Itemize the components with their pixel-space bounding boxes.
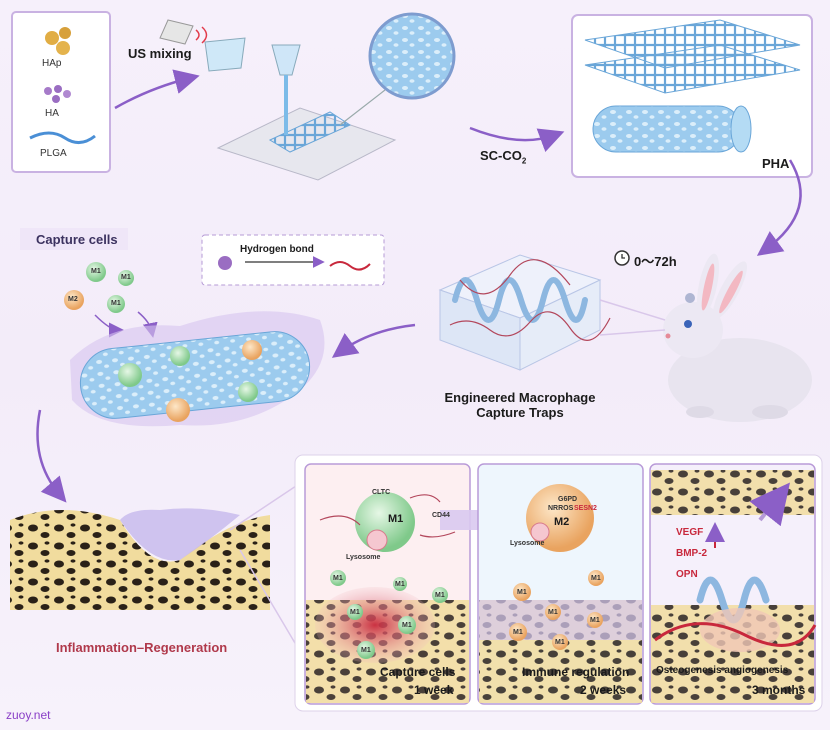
pha-mesh-2 [584, 44, 801, 94]
blood-vessel [654, 622, 817, 647]
label-vegf: VEGF [676, 527, 704, 538]
arrow-to-inflammation [36, 409, 67, 503]
molecule-icon [218, 256, 232, 270]
hydrogen-bond-icon [329, 261, 371, 271]
bone-defect [10, 510, 270, 610]
label-sc-co2: SC-CO2 [480, 148, 527, 166]
label-sesn2: SESN2 [574, 505, 597, 512]
label-lysosome: Lysosome [346, 554, 381, 561]
cell-label: M1 [333, 575, 343, 582]
cell-label: M1 [517, 589, 527, 596]
hydrogen-bond-legend [201, 234, 385, 286]
label-inflammation-regeneration: Inflammation–Regeneration [56, 640, 228, 655]
ha-particle [52, 95, 60, 103]
stage3-title: Osteogenesis angiogenesis [656, 665, 789, 676]
label-g6pd: G6PD [558, 496, 578, 503]
extrusion-filament [284, 75, 288, 135]
label-bmp2: BMP-2 [676, 548, 708, 559]
cell-label: M1 [402, 622, 412, 629]
lysosome-icon [366, 529, 388, 551]
label-us-mixing: US mixing [128, 46, 192, 61]
pha-cylinder [592, 105, 742, 153]
stage1-time: 1 week [414, 683, 454, 697]
label-pha: PHA [762, 156, 790, 171]
trap-to-rabbit-line [599, 299, 666, 321]
magnifier-line [339, 89, 386, 126]
cell-label: M1 [395, 581, 405, 588]
ha-particle [54, 85, 62, 93]
ultrasound-probe-icon [159, 19, 194, 45]
stage2-title: Immune regulation [522, 665, 630, 679]
cell-label: M2 [68, 296, 78, 303]
hap-particle [59, 27, 71, 39]
label-cltc: CLTC [372, 489, 391, 496]
label-time-window: 0～72h [634, 254, 677, 269]
ultrasound-waves-icon [195, 26, 208, 44]
label-plga: PLGA [40, 148, 67, 159]
free-macrophages [64, 262, 134, 313]
cell-label: M1 [91, 268, 101, 275]
printed-scaffold [268, 111, 352, 153]
arrow-to-capture [331, 323, 416, 358]
stage1-title: Capture cells [380, 665, 456, 679]
label-capture-cells: Capture cells [36, 232, 118, 247]
label-opn: OPN [676, 569, 698, 580]
label-hap: HAp [42, 58, 62, 69]
plga-fiber [29, 131, 96, 144]
label-lysosome: Lysosome [510, 540, 545, 547]
cell-label: M1 [111, 300, 121, 307]
inflammation-zone [315, 587, 435, 663]
beaker-icon [204, 37, 246, 72]
stage2-time: 2 weeks [580, 683, 627, 697]
label-m2-large: M2 [554, 516, 570, 528]
arrow-sc-co2 [469, 126, 565, 152]
cell-label: M1 [121, 274, 131, 281]
implanted-scaffold [120, 508, 240, 561]
stage3-time: 3 months [752, 683, 806, 697]
magnifier-circle [368, 12, 456, 100]
arrow-mixing [114, 69, 200, 110]
label-hydrogen-bond: Hydrogen bond [240, 244, 314, 255]
arrow-to-rabbit [756, 159, 802, 256]
printer-nozzle-icon [271, 44, 301, 76]
label-cd44: CD44 [432, 512, 450, 519]
label-m1-large: M1 [388, 513, 404, 525]
cell-label: M1 [555, 639, 565, 646]
rabbit-illustration [663, 253, 812, 422]
label-nrros: NRROS [548, 505, 574, 512]
cell-label: M1 [435, 592, 445, 599]
cell-label: M1 [513, 629, 523, 636]
hap-particle [56, 41, 70, 55]
cell-label: M1 [548, 609, 558, 616]
watermark: zuoy.net [6, 708, 51, 722]
cell-label: M1 [591, 575, 601, 582]
hap-particle [45, 31, 59, 45]
cell-label: M1 [361, 647, 371, 654]
materials-box [11, 11, 111, 173]
capture-header-bg [20, 228, 128, 250]
label-ha: HA [45, 108, 59, 119]
engineered-trap-scaffold [438, 254, 611, 371]
cell-label: M1 [350, 609, 360, 616]
new-bone-tissue [700, 608, 780, 652]
cell-label: M1 [590, 617, 600, 624]
ha-particle [63, 90, 71, 98]
ha-particle [44, 87, 52, 95]
